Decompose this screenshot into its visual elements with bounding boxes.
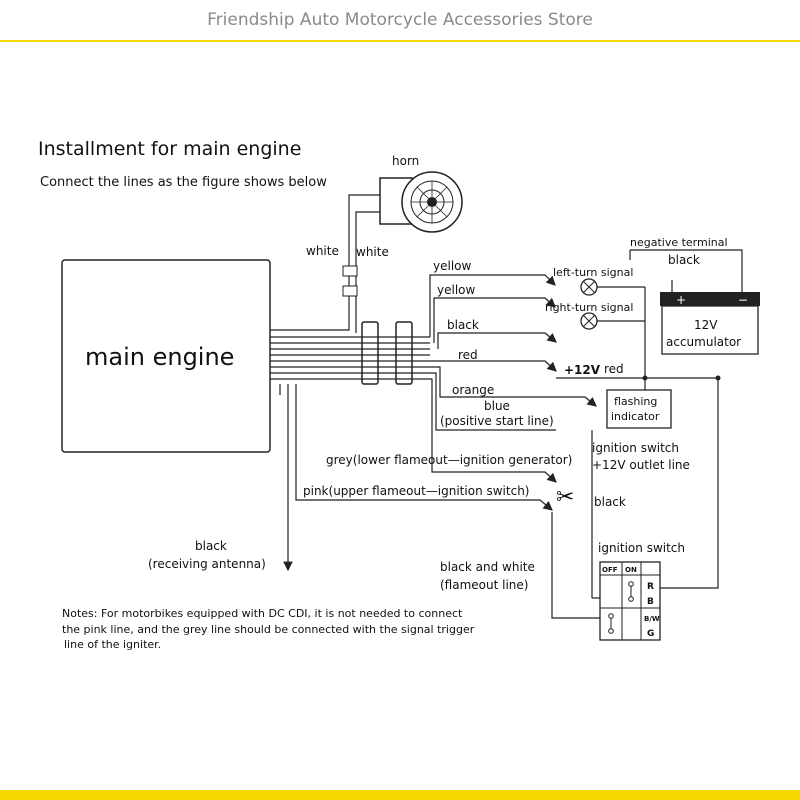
switch-on: ON: [625, 566, 637, 574]
ignition-outlet-label-2: +12V outlet line: [592, 458, 690, 472]
scissors-icon: ✂: [556, 485, 574, 510]
wire-label-grey: grey(lower flameout—ignition generator): [326, 453, 572, 467]
flashing-label-2: indicator: [611, 410, 660, 423]
left-turn-label: left-turn signal: [553, 266, 633, 279]
switch-off: OFF: [602, 566, 618, 574]
wire-label-orange: orange: [452, 383, 494, 397]
wire-label-red: red: [458, 348, 478, 362]
wire-label-pink: pink(upper flameout—ignition switch): [303, 484, 529, 498]
scissors-black-label: black: [594, 495, 626, 509]
battery-accumulator: accumulator: [666, 335, 741, 349]
note-line-3: line of the igniter.: [64, 638, 161, 651]
connector-block-2: [395, 321, 413, 385]
switch-bw: B/W: [644, 615, 660, 623]
wire-bundle: [270, 336, 430, 380]
main-engine-box: [61, 259, 271, 453]
store-header: Friendship Auto Motorcycle Accessories S…: [0, 0, 800, 40]
switch-b: B: [647, 597, 654, 607]
store-name[interactable]: Friendship Auto Motorcycle Accessories S…: [207, 10, 593, 30]
plus12v-label: +12V: [564, 363, 601, 377]
flashing-label-1: flashing: [614, 395, 657, 408]
bw-line-label-1: black and white: [440, 560, 535, 574]
bw-line-label-2: (flameout line): [440, 578, 528, 592]
diagram-title: Installment for main engine: [38, 138, 301, 160]
ignition-outlet-label-1: ignition switch: [592, 441, 679, 455]
horn-label: horn: [392, 154, 419, 168]
wire-label-blue: blue: [484, 399, 510, 413]
plus12v-red-label: red: [604, 362, 624, 376]
ignition-switch-table: [599, 561, 661, 641]
battery-plus: +: [676, 293, 686, 307]
note-line-2: the pink line, and the grey line should …: [62, 623, 475, 636]
battery-black-label: black: [668, 253, 700, 267]
battery-box: [661, 305, 759, 355]
connector-block-1: [361, 321, 379, 385]
wire-label-white-right: white: [356, 245, 389, 259]
right-turn-lamp-icon: [580, 312, 598, 330]
battery-terminals: [660, 292, 760, 306]
wire-label-yellow-2: yellow: [437, 283, 475, 297]
left-turn-lamp-icon: [580, 278, 598, 296]
footer-bar: [0, 790, 800, 800]
negative-terminal-label: negative terminal: [630, 236, 728, 249]
right-turn-label: right-turn signal: [545, 301, 633, 314]
flashing-indicator-box: [606, 389, 672, 429]
main-engine-label: main engine: [85, 343, 234, 371]
header-divider: [0, 40, 800, 42]
ignition-switch-title: ignition switch: [598, 541, 685, 555]
battery-voltage: 12V: [694, 318, 718, 332]
antenna-label-1: black: [195, 539, 227, 553]
diagram-subtitle: Connect the lines as the figure shows be…: [40, 175, 327, 190]
horn-icon: [379, 171, 463, 233]
wire-label-black: black: [447, 318, 479, 332]
battery-minus: −: [738, 293, 748, 307]
note-line-1: Notes: For motorbikes equipped with DC C…: [62, 607, 463, 620]
switch-r: R: [647, 582, 654, 592]
wire-label-positive-start: (positive start line): [440, 414, 554, 428]
switch-g: G: [647, 629, 654, 639]
wire-label-yellow-1: yellow: [433, 259, 471, 273]
wire-label-white-left: white: [306, 244, 339, 258]
antenna-label-2: (receiving antenna): [148, 557, 266, 571]
